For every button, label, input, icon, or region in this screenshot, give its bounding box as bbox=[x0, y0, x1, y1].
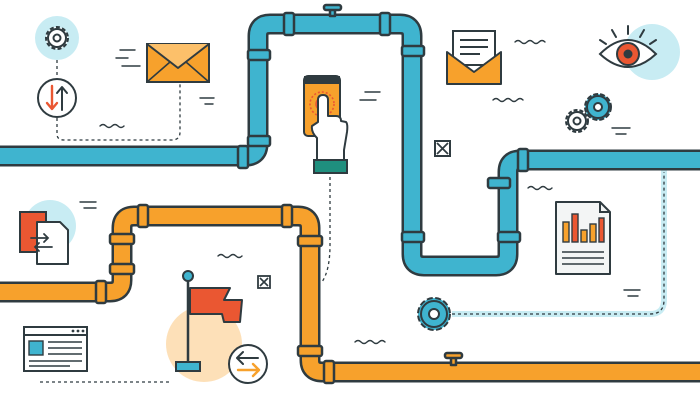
pipe-joint bbox=[94, 279, 108, 305]
browser-window-icon bbox=[23, 326, 88, 372]
pipe-joint bbox=[486, 176, 512, 190]
pipe-joint bbox=[296, 344, 324, 358]
orange-pipe bbox=[0, 203, 700, 385]
decorative-marks bbox=[49, 39, 641, 359]
checkbox-x-icon bbox=[434, 140, 451, 157]
pipe-joint bbox=[136, 203, 150, 229]
pipe-joint bbox=[246, 134, 272, 148]
pipe-joint bbox=[496, 230, 522, 244]
smartphone-touch-icon bbox=[303, 75, 349, 174]
flag-icon bbox=[166, 270, 243, 382]
pipe-joint bbox=[108, 262, 136, 276]
pipe-joint bbox=[516, 147, 530, 173]
pipe-joint bbox=[322, 359, 336, 385]
gears-icon bbox=[565, 93, 612, 133]
pipe-joint bbox=[236, 144, 250, 170]
gear-blue-icon bbox=[417, 297, 451, 331]
gear-icon bbox=[35, 16, 79, 60]
checkbox-x-icon bbox=[257, 275, 271, 289]
pipe-joint bbox=[246, 48, 272, 62]
pipe-joint bbox=[282, 11, 296, 37]
dashed-connectors bbox=[40, 60, 331, 383]
dashed-connector-blue bbox=[452, 172, 665, 315]
pipe-joint bbox=[378, 11, 392, 37]
pipe-valve-handle bbox=[443, 351, 464, 360]
documents-transfer-icon bbox=[19, 200, 76, 265]
pipe-joint bbox=[280, 203, 294, 229]
envelope-icon bbox=[146, 43, 210, 83]
report-chart-icon bbox=[555, 201, 611, 275]
blue-pipe bbox=[0, 3, 700, 277]
pipe-joint bbox=[400, 44, 426, 58]
pipe-joint bbox=[108, 232, 136, 246]
pipe-valve-handle bbox=[322, 3, 343, 12]
pipe-joint bbox=[400, 230, 426, 244]
eye-icon bbox=[598, 24, 680, 80]
transfer-vertical-icon bbox=[37, 78, 77, 118]
open-envelope-newsletter-icon bbox=[446, 30, 502, 85]
pipe-joint bbox=[296, 234, 324, 248]
exchange-arrows-icon bbox=[228, 344, 268, 384]
